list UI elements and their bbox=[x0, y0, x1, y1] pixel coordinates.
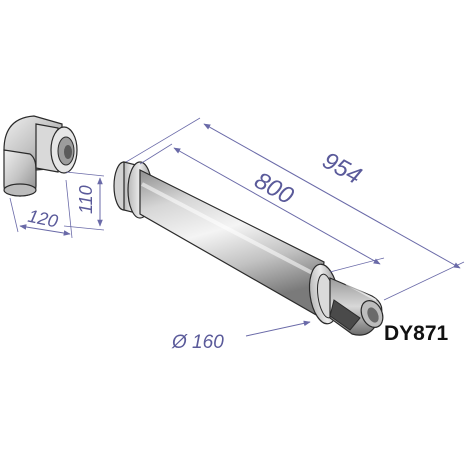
total-length-label: 954 bbox=[318, 147, 366, 190]
elbow-height-label: 110 bbox=[76, 185, 96, 214]
product-code: DY871 bbox=[384, 322, 449, 345]
pipe-length-dimension bbox=[139, 143, 385, 273]
diameter-label: Ø 160 bbox=[171, 332, 224, 353]
elbow-depth-dimension bbox=[9, 179, 73, 239]
elbow-fitting bbox=[3, 115, 78, 197]
diameter-leader bbox=[245, 320, 311, 337]
